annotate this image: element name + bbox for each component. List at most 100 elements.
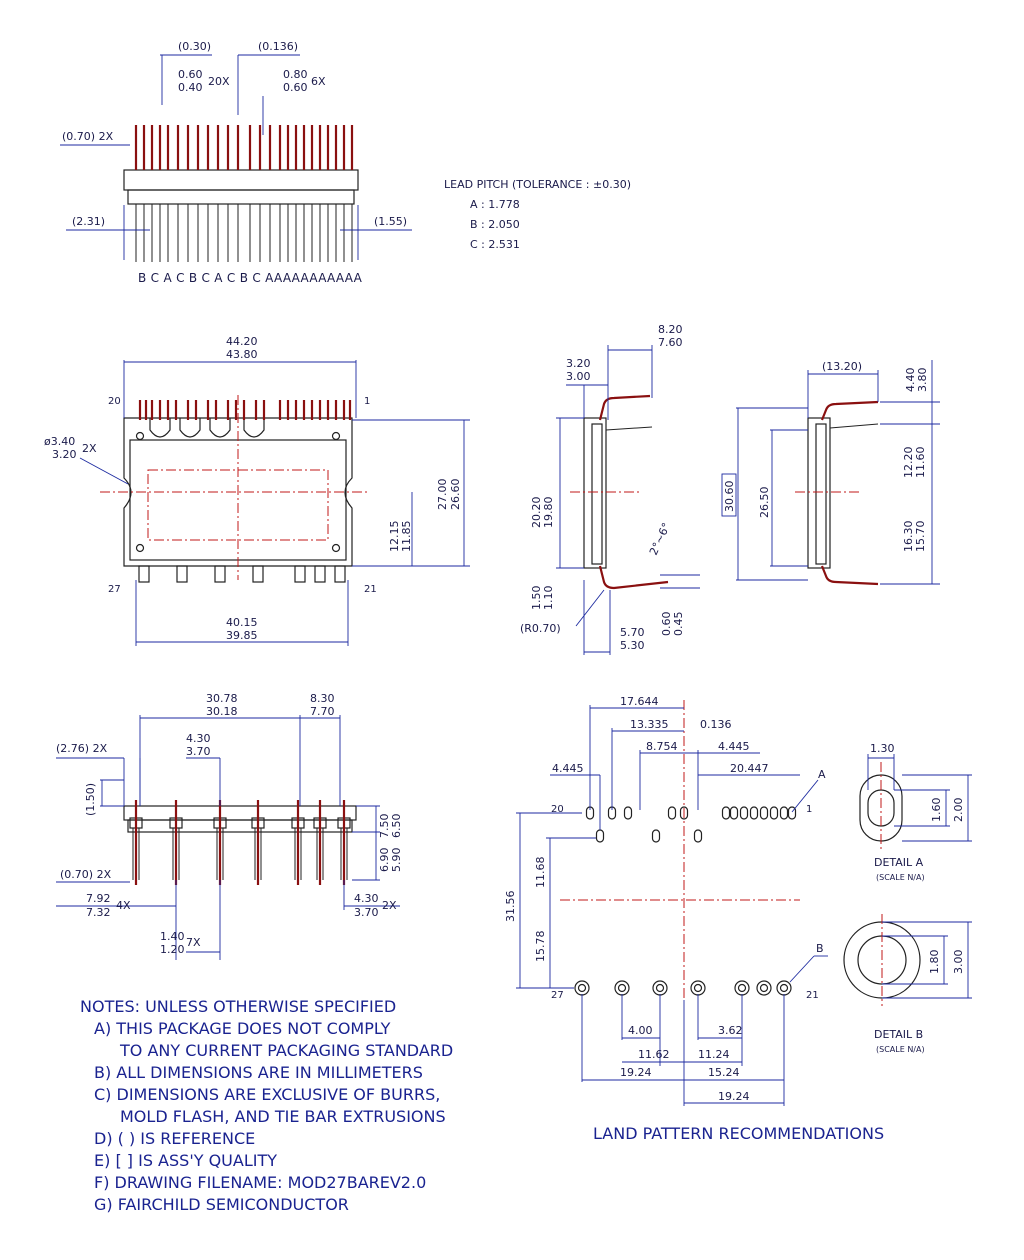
bottom-leads <box>129 800 351 885</box>
lp-pad-oval <box>739 806 749 820</box>
detail-a-h-in: 1.60 <box>930 798 943 823</box>
side1-body-max: 20.20 <box>530 497 543 529</box>
lp-d7: 20.447 <box>730 762 769 775</box>
note-a2: TO ANY CURRENT PACKAGING STANDARD <box>120 1041 454 1060</box>
side-view-1: 8.20 7.60 3.20 3.00 20.20 19.80 1.50 1.1… <box>520 323 700 655</box>
lp-d4: 8.754 <box>646 740 678 753</box>
front-height-max: 27.00 <box>436 479 449 511</box>
side1-lead-ext-min: 7.60 <box>658 336 683 349</box>
land-pattern-title: LAND PATTERN RECOMMENDATIONS <box>593 1124 885 1143</box>
front-top-leads <box>138 400 352 420</box>
lp-d15: 19.24 <box>620 1066 652 1079</box>
bottom-pitch-max: 1.40 <box>160 930 185 943</box>
front-notch-3 <box>209 418 231 438</box>
bottom-view: 30.78 30.18 8.30 7.70 4.30 3.70 (2.76) 2… <box>56 692 403 960</box>
side1-lead-t-max: 0.60 <box>660 612 673 637</box>
lp-d13: 11.62 <box>638 1048 670 1061</box>
side2-body-inner <box>815 423 827 565</box>
lp-d2: 13.335 <box>630 718 669 731</box>
front-hole-max: ø3.40 <box>44 435 75 448</box>
front-bottom-lead <box>252 565 264 583</box>
side1-body-min: 19.80 <box>542 497 555 529</box>
side1-foot-max: 1.50 <box>530 586 543 611</box>
side1-bottom-min: 5.30 <box>620 639 645 652</box>
top-lead-w2-max: 0.80 <box>283 68 308 81</box>
top-shoulder-ref: (0.70) 2X <box>62 130 114 143</box>
lp-pad-oval <box>623 806 633 820</box>
lead-pitch-b: B : 2.050 <box>470 218 520 231</box>
bottom-edge-ref: (2.76) 2X <box>56 742 108 755</box>
bottom-left-max: 7.92 <box>86 892 111 905</box>
front-bottom-lead <box>314 565 326 583</box>
bottom-inner-max: 4.30 <box>186 732 211 745</box>
front-bottom-lead <box>294 565 306 583</box>
lp-pin-27: 27 <box>551 990 564 1001</box>
notes-block: NOTES: UNLESS OTHERWISE SPECIFIED A) THI… <box>80 996 453 1216</box>
bottom-shoulder-ref: (0.70) 2X <box>60 868 112 881</box>
top-pin-letters: B C A C B C A C B C AAAAAAAAAAA <box>138 271 363 285</box>
bottom-h2-min: 5.90 <box>390 848 403 873</box>
lp-pad-oval <box>749 806 759 820</box>
lp-pad-oval <box>667 806 677 820</box>
lp-pad-round <box>614 980 630 996</box>
bottom-inner-min: 3.70 <box>186 745 211 758</box>
front-hole-tr <box>331 431 341 441</box>
front-pin-20: 20 <box>108 396 121 407</box>
top-lead-w2-min: 0.60 <box>283 81 308 94</box>
lp-d11: 4.00 <box>628 1024 653 1037</box>
side1-body <box>583 417 607 569</box>
side2-ref: (13.20) <box>822 360 862 373</box>
bottom-span-max: 30.78 <box>206 692 238 705</box>
detail-a-title: DETAIL A <box>874 856 924 869</box>
bottom-pitch-min: 1.20 <box>160 943 185 956</box>
side2-top-lead <box>820 400 879 421</box>
bottom-left-count: 4X <box>116 899 131 912</box>
bottom-right-min: 7.70 <box>310 705 335 718</box>
lp-d14: 11.24 <box>698 1048 730 1061</box>
front-base-min: 39.85 <box>226 629 258 642</box>
lp-pad-oval <box>595 829 605 843</box>
lp-pad-hole <box>779 983 789 993</box>
side1-angle: 2°~6° <box>647 521 673 558</box>
front-notch-4 <box>243 418 265 438</box>
lp-d8: 11.68 <box>534 857 547 889</box>
top-body-lower <box>127 189 355 205</box>
top-lead-w2-count: 6X <box>311 75 326 88</box>
detail-a-h-out: 2.00 <box>952 798 965 823</box>
top-lead-w-min: 0.40 <box>178 81 203 94</box>
top-pitch-ref: (0.30) <box>178 40 211 53</box>
front-hole-count: 2X <box>82 442 97 455</box>
front-bottom-leads <box>138 565 346 583</box>
front-bottom-lead <box>214 565 226 583</box>
bottom-end-min: 3.70 <box>354 906 379 919</box>
lead-pitch-table: LEAD PITCH (TOLERANCE : ±0.30) A : 1.778… <box>444 175 631 255</box>
side1-radius: (R0.70) <box>520 622 561 635</box>
side1-thick-min: 3.00 <box>566 370 591 383</box>
bottom-left-min: 7.32 <box>86 906 111 919</box>
side2-top-max: 4.40 <box>904 368 917 393</box>
bottom-end-count: 2X <box>382 899 397 912</box>
bottom-pitch-count: 7X <box>186 936 201 949</box>
lp-label-a: A <box>818 768 826 781</box>
bottom-h1-min: 6.50 <box>390 814 403 839</box>
front-hole-bl <box>135 543 145 553</box>
side2-body-dim: 26.50 <box>758 487 771 519</box>
top-view: (0.30) (0.136) 0.60 0.40 20X 0.80 0.60 6… <box>60 40 412 285</box>
front-pin-27: 27 <box>108 584 121 595</box>
lp-pad-oval <box>779 806 789 820</box>
detail-a: 1.30 1.60 2.00 DETAIL A (SCALE N/A) <box>859 742 972 882</box>
front-center-min: 11.85 <box>400 521 413 553</box>
lp-pad-hole <box>617 983 627 993</box>
lp-pad-hole <box>759 983 769 993</box>
side2-bottom-lead <box>820 565 879 586</box>
side2-lower-max: 16.30 <box>902 521 915 553</box>
lp-pin-1: 1 <box>806 804 812 815</box>
land-pattern-pads <box>574 806 797 996</box>
front-width-max: 44.20 <box>226 335 258 348</box>
side2-upper-max: 12.20 <box>902 447 915 479</box>
front-center-max: 12.15 <box>388 521 401 553</box>
note-c1: C) DIMENSIONS ARE EXCLUSIVE OF BURRS, <box>94 1085 441 1104</box>
top-right-ref: (1.55) <box>374 215 407 228</box>
front-view: 44.20 43.80 ø3.40 3.20 2X 27.00 26.60 12… <box>44 335 470 646</box>
